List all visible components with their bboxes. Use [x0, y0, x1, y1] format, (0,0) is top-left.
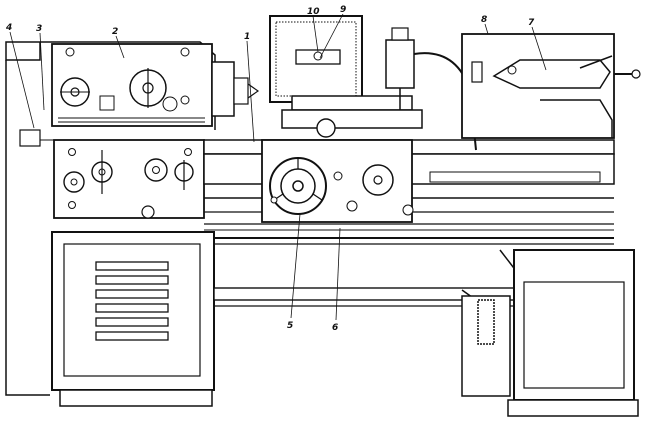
leader-9: [319, 13, 344, 59]
headstock-dial-left: [60, 77, 90, 107]
carriage-handwheel: [269, 157, 327, 215]
callout-10: 10: [307, 7, 320, 17]
leader-5: [290, 213, 301, 319]
leader-4: [9, 31, 35, 129]
headstock-dial-right: [129, 68, 167, 108]
gearbox-dial-4: [174, 160, 194, 190]
callout-4: 4: [5, 23, 12, 33]
callout-6: 6: [332, 323, 338, 333]
callout-leaders: [9, 13, 547, 321]
leader-3: [39, 32, 45, 111]
tool-post-assembly: [269, 15, 477, 151]
leader-2: [115, 35, 125, 59]
callout-3: 3: [36, 24, 42, 34]
gearbox-dial-3: [144, 158, 168, 182]
headstock: [51, 43, 260, 127]
gearbox-dial-1: [63, 171, 85, 193]
leader-10: [312, 15, 319, 53]
callout-labels: 4 3 2 1 10 9 8 7 5 6: [5, 5, 535, 333]
apron-dial-right: [362, 164, 394, 196]
tailstock: [461, 33, 641, 139]
callout-5: 5: [287, 321, 293, 331]
right-cabinet: [461, 249, 639, 417]
vent-slots: [95, 261, 169, 341]
leader-7: [531, 26, 547, 71]
leader-8: [484, 23, 489, 35]
gearbox-dial-2: [91, 150, 113, 194]
callout-7: 7: [528, 18, 535, 28]
callout-8: 8: [481, 15, 487, 25]
callout-1: 1: [244, 32, 250, 42]
leader-1: [246, 40, 255, 143]
left-cabinet: [51, 231, 215, 407]
callout-9: 9: [340, 5, 346, 15]
callout-2: 2: [112, 27, 118, 37]
apron: [261, 139, 414, 223]
leader-6: [335, 227, 341, 321]
feed-gearbox: [19, 129, 205, 219]
